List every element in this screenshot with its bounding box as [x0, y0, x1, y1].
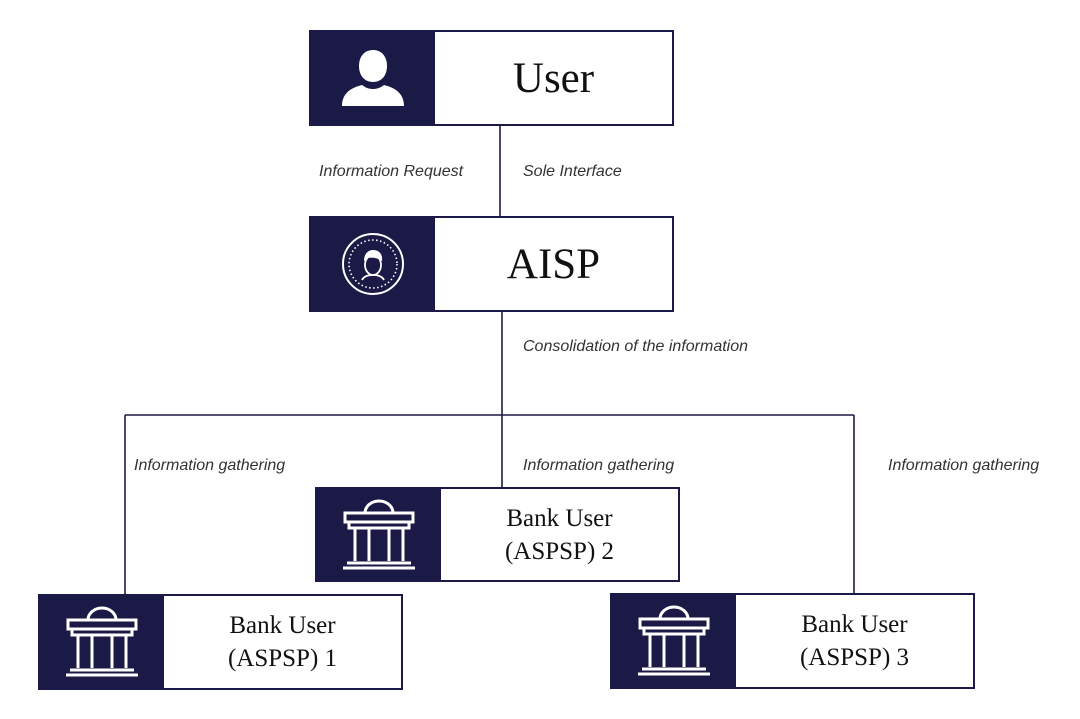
bank3-label: Bank User (ASPSP) 3 — [736, 595, 973, 687]
bank3-node: Bank User (ASPSP) 3 — [610, 593, 975, 689]
user-icon-panel — [311, 32, 435, 124]
bank2-label-line1: Bank User — [506, 504, 613, 532]
aisp-icon-panel — [311, 218, 435, 310]
bank3-label-line1: Bank User — [801, 611, 908, 638]
edge-label-gathering-left: Information gathering — [134, 457, 286, 474]
user-label: User — [512, 54, 595, 102]
edge-label-information-request: Information Request — [319, 163, 464, 180]
bank2-label-line2: (ASPSP) 2 — [504, 537, 615, 565]
bank1-label-line2: (ASPSP) 1 — [227, 645, 338, 672]
bank3-label-line2: (ASPSP) 3 — [799, 644, 910, 671]
bank-building-icon — [638, 605, 710, 676]
face-badge-icon — [342, 233, 404, 295]
bank1-icon-panel — [40, 596, 164, 688]
edge-label-gathering-center: Information gathering — [523, 457, 675, 474]
bank3-icon-panel — [612, 595, 736, 687]
user-silhouette-icon — [342, 50, 404, 106]
bank1-label-line1: Bank User — [229, 612, 336, 639]
edge-label-consolidation: Consolidation of the information — [523, 338, 749, 355]
aisp-node: AISP — [309, 216, 674, 312]
edge-label-sole-interface: Sole Interface — [523, 163, 622, 180]
bank2-node: Bank User (ASPSP) 2 — [315, 487, 680, 582]
bank2-icon-panel — [317, 489, 441, 580]
bank1-node: Bank User (ASPSP) 1 — [38, 594, 403, 690]
bank-building-icon — [66, 606, 138, 677]
user-node: User — [309, 30, 674, 126]
edge-label-gathering-right: Information gathering — [888, 457, 1040, 474]
aisp-label: AISP — [506, 240, 601, 288]
bank2-label: Bank User (ASPSP) 2 — [441, 489, 678, 580]
bank-building-icon — [343, 499, 415, 569]
bank1-label: Bank User (ASPSP) 1 — [164, 596, 401, 688]
